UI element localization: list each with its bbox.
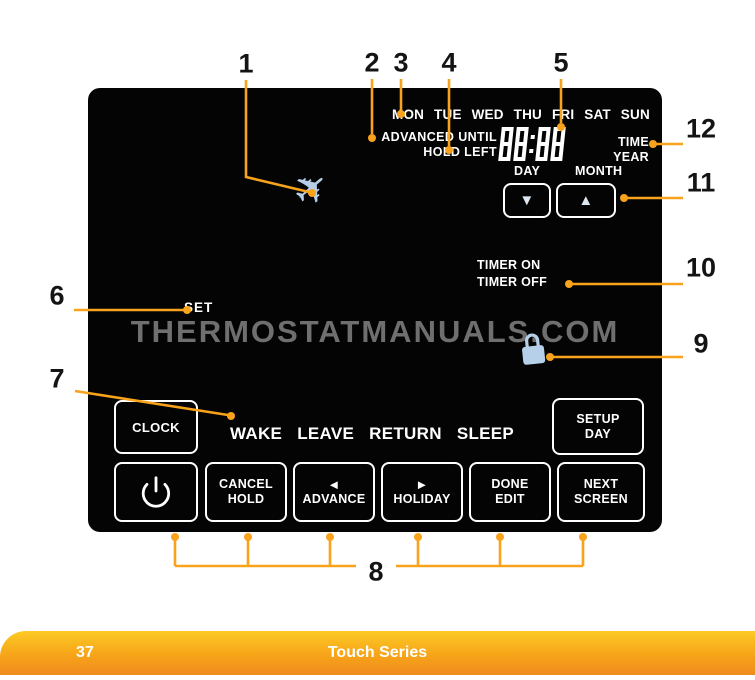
setup-day-button-line1: SETUP [576, 411, 620, 426]
advanced-until-label: ADVANCED UNTIL [381, 130, 497, 144]
timer-labels: TIMER ON TIMER OFF [477, 257, 547, 290]
day-down-button: ▼ [503, 183, 551, 218]
days-of-week-row: MON TUE WED THU FRI SAT SUN [392, 107, 650, 122]
watermark: THERMOSTATMANUALS.COM [130, 314, 620, 349]
callout-11: 11 [686, 167, 716, 198]
next-screen-button-line1: NEXT [583, 477, 619, 491]
clock-display [498, 127, 566, 161]
callout-8: 8 [368, 556, 384, 587]
footer-bar: 37 Touch Series [0, 631, 755, 675]
callout-10: 10 [685, 252, 717, 283]
schedule-labels: WAKE LEAVE RETURN SLEEP [230, 424, 515, 443]
callout-5: 5 [553, 47, 569, 78]
callout-3: 3 [393, 47, 409, 78]
clock-colon [529, 132, 536, 156]
done-edit-button-line2: EDIT [495, 492, 525, 506]
month-up-button: ▲ [556, 183, 616, 218]
callout-9: 9 [693, 328, 709, 359]
advance-button-label: ADVANCE [302, 492, 366, 506]
time-year-labels: TIME YEAR [613, 135, 649, 165]
left-arrow-icon: ◄ [327, 477, 341, 492]
next-screen-button-line2: SCREEN [574, 492, 628, 506]
day-label: DAY [514, 164, 541, 178]
callout-2: 2 [364, 47, 380, 78]
callout-4: 4 [441, 47, 457, 78]
setup-day-button: SETUP DAY [552, 398, 644, 455]
clock-button-label: CLOCK [132, 419, 180, 435]
cancel-hold-button-line2: HOLD [227, 492, 265, 506]
clock-button: CLOCK [114, 400, 198, 454]
right-arrow-icon: ► [415, 477, 429, 492]
airplane-icon: ✈ [282, 159, 340, 218]
hold-left-label: HOLD LEFT [423, 145, 497, 159]
clock-digit [498, 127, 514, 161]
month-label: MONTH [575, 164, 623, 178]
set-label: SET [184, 300, 214, 315]
page-number: 37 [76, 644, 94, 661]
done-edit-button-line1: DONE [491, 477, 529, 491]
callout-12: 12 [685, 113, 717, 144]
holiday-button: ► HOLIDAY [381, 462, 463, 522]
done-edit-button: DONE EDIT [469, 462, 551, 522]
series-title: Touch Series [327, 644, 428, 661]
up-arrow-icon: ▲ [578, 192, 594, 209]
down-arrow-icon: ▼ [519, 192, 535, 209]
next-screen-button: NEXT SCREEN [557, 462, 645, 522]
timer-off-label: TIMER OFF [477, 274, 548, 289]
setup-day-button-line2: DAY [584, 426, 612, 441]
year-label: YEAR [613, 150, 649, 164]
power-icon [141, 476, 171, 508]
callout-6: 6 [49, 280, 65, 311]
cancel-hold-button: CANCEL HOLD [205, 462, 287, 522]
hold-status-labels: ADVANCED UNTIL HOLD LEFT [381, 130, 497, 160]
timer-on-label: TIMER ON [477, 258, 541, 272]
cancel-hold-button-line1: CANCEL [219, 477, 273, 491]
clock-digit [513, 127, 529, 161]
advance-button: ◄ ADVANCE [293, 462, 375, 522]
clock-digit [535, 127, 551, 161]
lock-icon [516, 329, 550, 370]
clock-digit [550, 127, 566, 161]
thermostat-screen: MON TUE WED THU FRI SAT SUN ADVANCED UNT… [88, 88, 662, 532]
callout-7: 7 [49, 363, 65, 394]
callout-1: 1 [238, 48, 254, 79]
time-label: TIME [617, 135, 649, 149]
power-button [114, 462, 198, 522]
holiday-button-label: HOLIDAY [393, 492, 451, 506]
